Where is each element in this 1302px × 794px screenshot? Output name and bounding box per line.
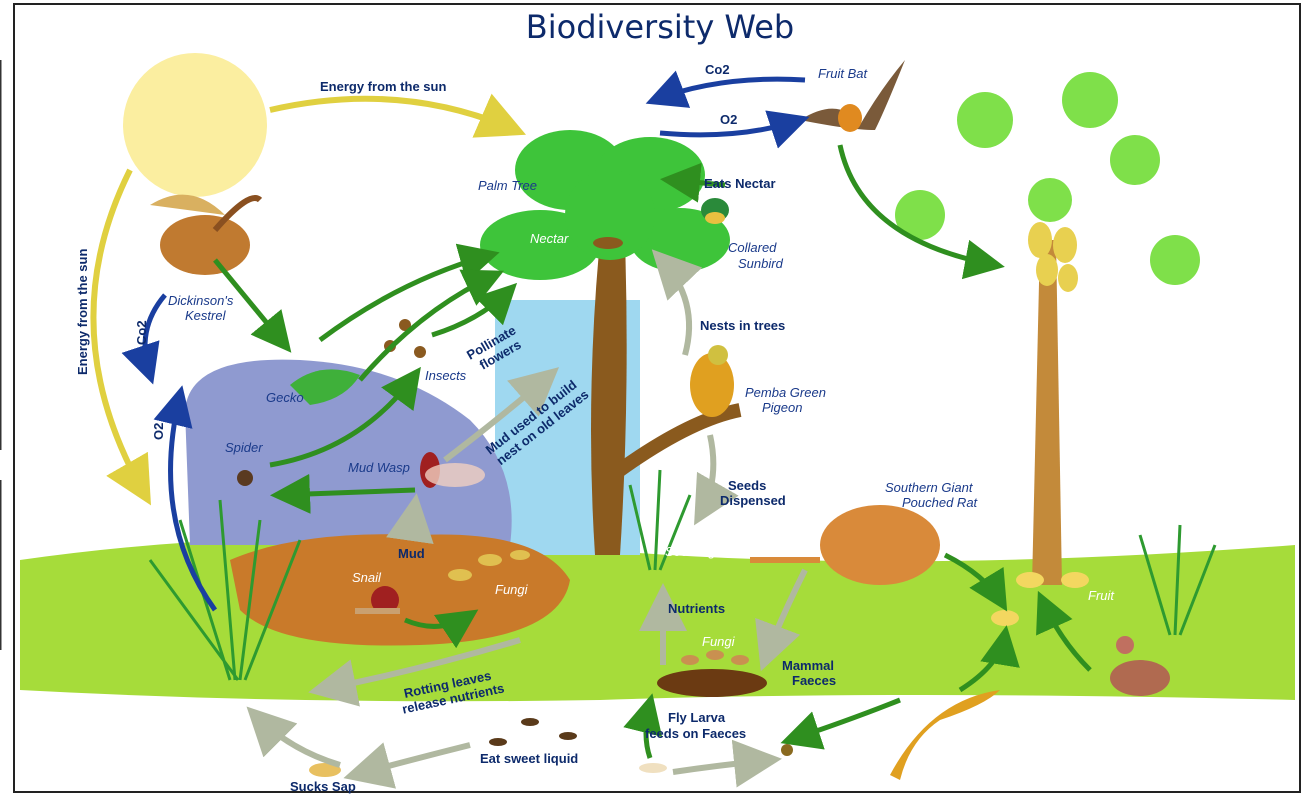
seeds-label: Seeds <box>728 478 766 493</box>
energy-sun-side-label: Energy from the sun <box>75 249 90 375</box>
kestrel-label: Dickinson's <box>168 293 234 308</box>
sun <box>123 53 267 197</box>
fruit-tree-label: Fruit <box>1080 264 1107 279</box>
palm-tree-label: Palm Tree <box>478 178 537 193</box>
nest <box>593 237 623 249</box>
gecko-label: Gecko <box>266 390 304 405</box>
nectar-label: Nectar <box>530 231 569 246</box>
nutrients-label: Nutrients <box>668 601 725 616</box>
sunbird-label-2: Sunbird <box>738 256 784 271</box>
fungi-right-label: Fungi <box>702 634 736 649</box>
eat-sweet-label: Eat sweet liquid <box>480 751 578 766</box>
fungi-left-label: Fungi <box>495 582 529 597</box>
nests-trees-label: Nests in trees <box>700 318 785 333</box>
kestrel-label-2: Kestrel <box>185 308 227 323</box>
energy-sun-top-label: Energy from the sun <box>320 79 446 94</box>
fly-larva-icon <box>639 763 667 773</box>
rat-label: Southern Giant <box>885 480 974 495</box>
snail-label: Snail <box>352 570 382 585</box>
o2-bat-label: O2 <box>720 112 737 127</box>
mud-wasp-label: Mud Wasp <box>348 460 410 475</box>
co2-bat-label: Co2 <box>705 62 730 77</box>
seeds-label-2: Dispensed <box>720 493 786 508</box>
mammal-faeces-label: Mammal <box>782 658 834 673</box>
mud-label: Mud <box>398 546 425 561</box>
sucks-sap-label: Sucks Sap <box>290 779 356 794</box>
palm-trunk <box>591 240 627 555</box>
mammal-faeces-patch <box>657 669 767 697</box>
co2-kestrel-label: Co2 <box>134 320 149 345</box>
diagram-title: Biodiversity Web <box>526 8 794 46</box>
o2-left-label: O2 <box>151 423 166 440</box>
fly-larva-label-2: feeds on Faeces <box>645 726 746 741</box>
rat-label-2: Pouched Rat <box>902 495 979 510</box>
fly-icon <box>781 744 793 756</box>
sunbird-label: Collared <box>728 240 777 255</box>
spider-label: Spider <box>225 440 263 455</box>
fruit-ground-label: Fruit <box>1088 588 1115 603</box>
fruit-bat-label: Fruit Bat <box>818 66 869 81</box>
pigeon-label-2: Pigeon <box>762 400 802 415</box>
insects-label: Insects <box>425 368 467 383</box>
seedlings-label: Seedlings <box>665 544 723 559</box>
mammal-faeces-label-2: Faeces <box>792 673 836 688</box>
fly-larva-label: Fly Larva <box>668 710 726 725</box>
eats-nectar-label: Eats Nectar <box>704 176 776 191</box>
spider-icon <box>237 470 253 486</box>
pigeon-label: Pemba Green <box>745 385 826 400</box>
